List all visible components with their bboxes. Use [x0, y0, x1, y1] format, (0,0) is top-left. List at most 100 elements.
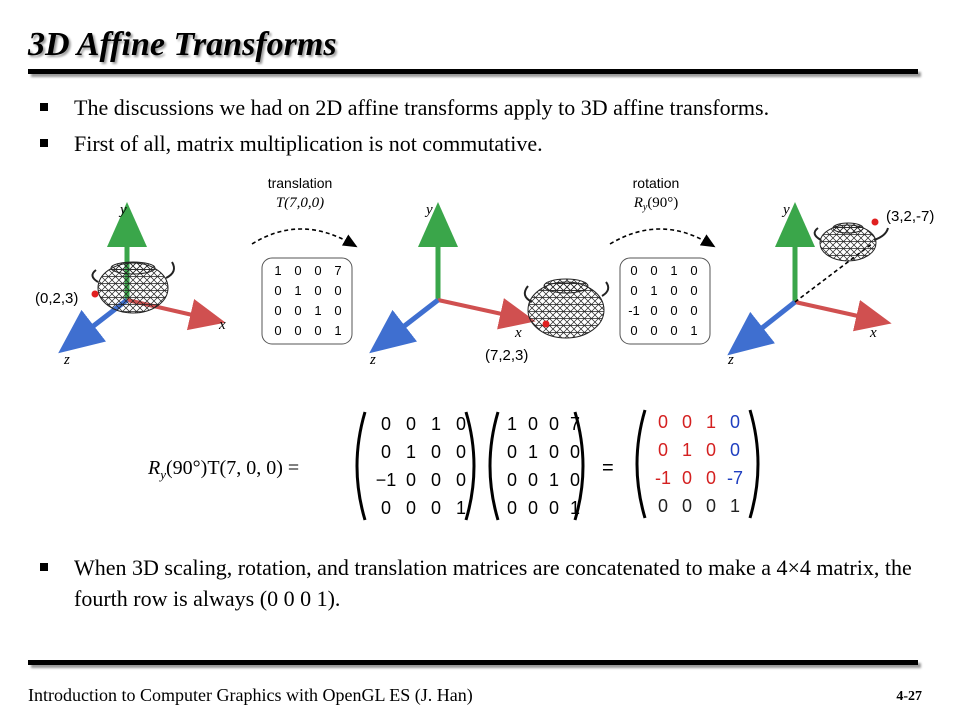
arrow-2-icon	[609, 228, 716, 248]
fig-matrix2-cell: 1	[650, 283, 657, 298]
matrix-b-cell: 7	[570, 414, 580, 434]
fig-matrix1-cell: 7	[334, 263, 341, 278]
fig-matrix1-cell: 0	[294, 303, 301, 318]
fig-matrix2-cell: 0	[630, 283, 637, 298]
fig-matrix1-cell: 0	[294, 263, 301, 278]
matrix-b-cell: 1	[570, 498, 580, 518]
matrix-c-cell: -1	[655, 468, 671, 488]
fig-matrix1-cell: 1	[334, 323, 341, 338]
fig-matrix1-cell: 0	[314, 263, 321, 278]
op1-symbol: T(7,0,0)	[276, 195, 324, 211]
point-label-2: (7,2,3)	[485, 347, 528, 364]
matrix-b-cell: 0	[570, 470, 580, 490]
equation-lhs: Ry(90°)T(7, 0, 0) =	[147, 457, 299, 482]
op2-name: rotation	[633, 175, 680, 191]
fig-matrix1-cell: 0	[334, 283, 341, 298]
matrix-b-cell: 0	[507, 442, 517, 462]
matrix-b-cell: 0	[507, 470, 517, 490]
matrix-a-cell: 0	[431, 442, 441, 462]
matrix-b-cell: 0	[549, 442, 559, 462]
matrix-b-cell: 0	[507, 498, 517, 518]
footer-text: Introduction to Computer Graphics with O…	[28, 685, 473, 705]
matrix-b-cell: 0	[528, 498, 538, 518]
fig-matrix1-cell: 0	[274, 303, 281, 318]
fig-matrix1-cell: 0	[274, 283, 281, 298]
axis-x-label: x	[869, 325, 877, 341]
bullet-text: The discussions we had on 2D affine tran…	[74, 95, 770, 120]
page-number: 4-27	[896, 689, 922, 704]
fig-matrix2-cell: 0	[630, 323, 637, 338]
axis-z-label: z	[369, 352, 376, 368]
matrix-b-cell: 0	[549, 414, 559, 434]
op1-name: translation	[268, 175, 333, 191]
fig-matrix2-cell: 0	[690, 303, 697, 318]
axis-z-label: z	[727, 352, 734, 368]
matrix-c-cell: 0	[730, 412, 740, 432]
matrix-b-cell: 1	[507, 414, 517, 434]
matrix-c-cell: 0	[682, 496, 692, 516]
bullet-text: First of all, matrix multiplication is n…	[74, 131, 543, 156]
axis-y-label: y	[781, 202, 790, 218]
fig-matrix2-cell: 0	[670, 303, 677, 318]
fig-matrix2-cell: 0	[630, 263, 637, 278]
axis-y-label: y	[424, 202, 433, 218]
matrix-a-cell: 0	[406, 470, 416, 490]
slide-title: 3D Affine Transforms	[28, 26, 337, 63]
matrix-c-cell: 0	[706, 440, 716, 460]
bullet-square-icon	[40, 103, 48, 111]
matrix-c-cell: 0	[706, 496, 716, 516]
fig-matrix1-cell: 0	[274, 323, 281, 338]
matrix-a-cell: 0	[456, 470, 466, 490]
fig-matrix2-cell: 0	[670, 323, 677, 338]
matrix-c-cell: 1	[706, 412, 716, 432]
matrix-a-cell: 0	[431, 470, 441, 490]
matrix-b-cell: 0	[549, 498, 559, 518]
fig-matrix1-cell: 0	[334, 303, 341, 318]
arrow-1-icon	[251, 228, 358, 248]
point-label-1: (0,2,3)	[35, 290, 78, 307]
fig-matrix2-cell: 0	[650, 323, 657, 338]
matrix-c-cell: 0	[682, 412, 692, 432]
matrix-c-cell: 0	[706, 468, 716, 488]
fig-matrix2-cell: -1	[628, 303, 640, 318]
matrix-c-cell: -7	[727, 468, 743, 488]
matrix-a-cell: 0	[381, 442, 391, 462]
title-rule	[28, 69, 918, 74]
teapot-2-icon	[523, 278, 610, 339]
fig-matrix2-cell: 0	[670, 283, 677, 298]
fig-matrix2-cell: 1	[670, 263, 677, 278]
teapot-1-icon	[91, 261, 175, 314]
axis-z-label: z	[63, 352, 70, 368]
matrix-a-cell: 0	[406, 414, 416, 434]
matrix-a-cell: 0	[406, 498, 416, 518]
fig-matrix1-cell: 0	[294, 323, 301, 338]
axes-3: y x z	[727, 202, 892, 368]
fig-matrix2-cell: 0	[650, 263, 657, 278]
matrix-a-cell: 1	[431, 414, 441, 434]
fig-matrix1-cell: 0	[314, 283, 321, 298]
matrix-a-cell: 1	[456, 498, 466, 518]
bullet-square-icon	[40, 563, 48, 571]
fig-matrix1-cell: 1	[274, 263, 281, 278]
fig-matrix2-cell: 0	[690, 283, 697, 298]
matrix-b-cell: 0	[570, 442, 580, 462]
fig-matrix2-cell: 0	[650, 303, 657, 318]
axis-x-label: x	[218, 317, 226, 333]
equals-sign: =	[602, 457, 614, 479]
matrix-c-cell: 1	[682, 440, 692, 460]
matrix-a-cell: 0	[381, 498, 391, 518]
matrix-a-cell: 1	[406, 442, 416, 462]
fig-matrix2-cell: 0	[690, 263, 697, 278]
footer-rule	[28, 660, 918, 665]
bullet-square-icon	[40, 139, 48, 147]
teapot-3-icon	[813, 218, 889, 262]
matrix-c-cell: 0	[730, 440, 740, 460]
axes-2: y x z	[369, 202, 536, 368]
matrix-a-cell: 0	[431, 498, 441, 518]
matrix-c-cell: 0	[658, 496, 668, 516]
point-label-3: (3,2,-7)	[886, 208, 934, 225]
fig-matrix1-cell: 0	[314, 323, 321, 338]
